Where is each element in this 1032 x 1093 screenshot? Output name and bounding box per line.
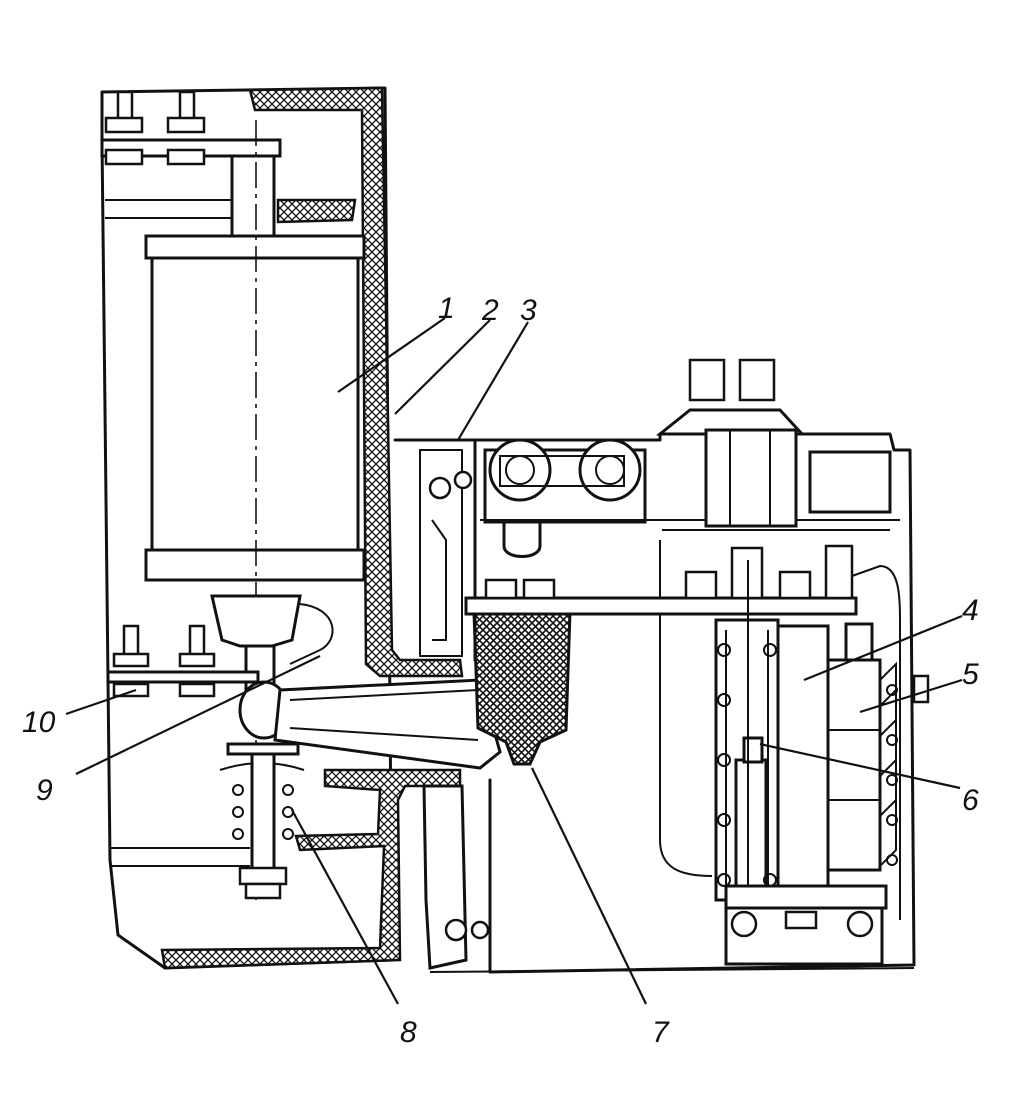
right-housing <box>429 432 916 974</box>
left-terminal-bolts <box>106 624 260 698</box>
relay-coil <box>714 560 830 960</box>
callout-7: 7 <box>652 1016 670 1049</box>
callout-9: 9 <box>36 774 53 807</box>
auxiliary-contact-block <box>655 358 892 528</box>
contact-pad <box>472 610 572 766</box>
callout-10: 10 <box>22 706 56 739</box>
insulating-wall <box>160 86 464 970</box>
bottom-right-base <box>724 884 888 966</box>
callout-1: 1 <box>438 292 455 325</box>
callout-6: 6 <box>962 784 979 817</box>
middle-column <box>393 438 490 970</box>
lever-arm <box>273 678 502 770</box>
top-bracket <box>100 138 282 238</box>
callout-8: 8 <box>400 1016 417 1049</box>
coil <box>144 120 366 900</box>
callout-2: 2 <box>481 294 499 327</box>
callout-5: 5 <box>962 658 979 691</box>
top-bolts <box>104 90 206 166</box>
leader-lines <box>65 317 963 1005</box>
callout-labels: 1 2 3 4 5 6 7 8 9 10 <box>22 292 979 1049</box>
carriage <box>480 438 900 558</box>
callout-4: 4 <box>962 594 979 627</box>
lower-spring <box>219 742 305 900</box>
armature-rail <box>464 544 901 920</box>
callout-3: 3 <box>520 294 537 327</box>
